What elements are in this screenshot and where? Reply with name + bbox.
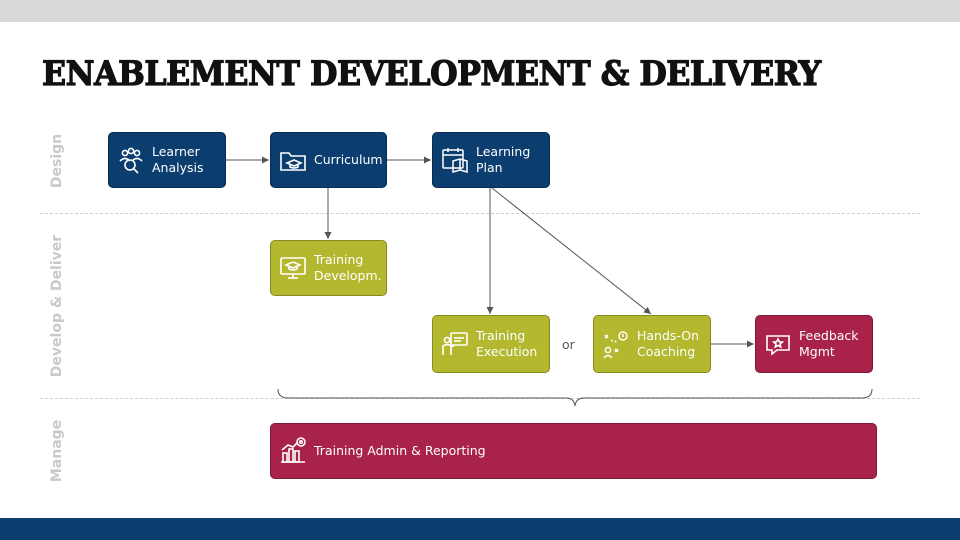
node-feedback-mgmt[interactable]: Feedback Mgmt	[755, 315, 873, 373]
top-bar	[0, 0, 960, 22]
node-learner-analysis[interactable]: Learner Analysis	[108, 132, 226, 188]
node-learning-plan[interactable]: Learning Plan	[432, 132, 550, 188]
node-label-hands-on-coaching: Hands-On Coaching	[637, 328, 700, 359]
folder-graduation-icon	[278, 145, 308, 175]
speech-bubble-star-icon	[763, 329, 793, 359]
node-label-training-execution: Training Execution	[476, 328, 538, 359]
strategy-coaching-icon	[601, 329, 631, 359]
node-label-feedback-mgmt: Feedback Mgmt	[799, 328, 859, 359]
grouping-brace	[277, 388, 873, 407]
node-hands-on-coaching[interactable]: Hands-On Coaching	[593, 315, 711, 373]
node-label-curriculum: Curriculum	[314, 152, 383, 167]
lane-divider-design	[40, 213, 920, 214]
presenter-board-icon	[440, 329, 470, 359]
or-connector-label: or	[562, 337, 575, 352]
node-curriculum[interactable]: Curriculum	[270, 132, 387, 188]
calendar-book-icon	[440, 145, 470, 175]
node-training-execution[interactable]: Training Execution	[432, 315, 550, 373]
page-title: ENABLEMENT DEVELOPMENT & DELIVERY	[41, 53, 821, 94]
node-label-learning-plan: Learning Plan	[476, 144, 531, 175]
node-label-training-admin-reporting: Training Admin & Reporting	[314, 443, 486, 458]
arrow-plan-to-coaching	[491, 187, 652, 315]
monitor-graduation-icon	[278, 253, 308, 283]
people-search-icon	[116, 145, 146, 175]
node-label-learner-analysis: Learner Analysis	[152, 144, 204, 175]
bar-chart-target-icon	[278, 436, 308, 466]
bottom-bar	[0, 518, 960, 540]
node-training-development[interactable]: Training Developm.	[270, 240, 387, 296]
node-training-admin-reporting[interactable]: Training Admin & Reporting	[270, 423, 877, 479]
node-label-training-development: Training Developm.	[314, 252, 382, 283]
